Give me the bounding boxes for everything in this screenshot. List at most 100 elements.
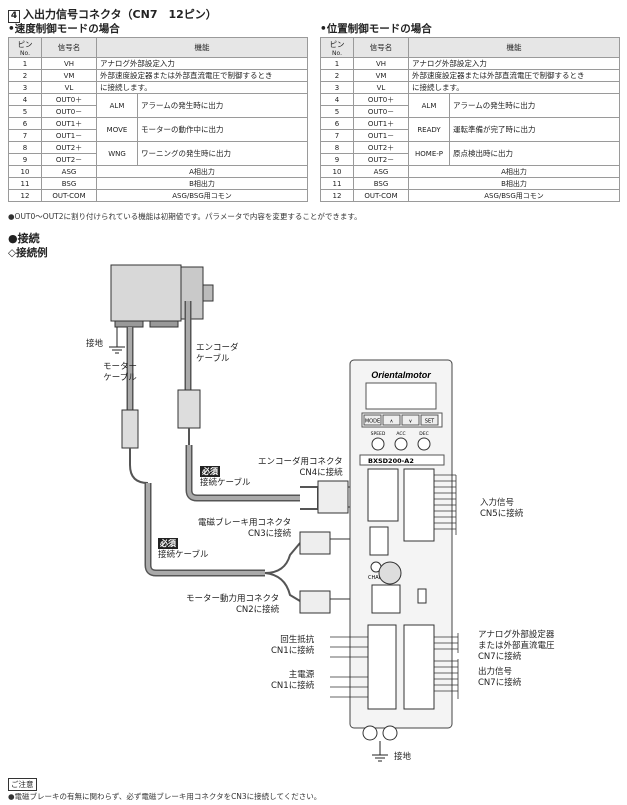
table-cell: VM <box>353 69 409 82</box>
table-cell: B相出力 <box>96 177 308 190</box>
table-cell: 外部速度設定器または外部直流電圧で制御するとき <box>96 69 308 82</box>
section-number: 4 <box>8 10 20 23</box>
driver-model: BXSD200-A2 <box>368 457 414 465</box>
table-cell: モーターの動作中に出力 <box>137 117 308 142</box>
table-cell: 11 <box>320 177 354 190</box>
table-cell: 1 <box>8 57 42 70</box>
caution-label: ご注意 <box>8 778 37 791</box>
knob[interactable] <box>417 437 431 451</box>
driver-key[interactable] <box>401 414 420 426</box>
table-cell: 5 <box>8 105 42 118</box>
table-cell: OUT1＋ <box>41 117 97 130</box>
table-cell: アナログ外部設定入力 <box>96 57 308 70</box>
driver-key-label: MODE <box>365 419 380 425</box>
driver-key[interactable] <box>382 414 401 426</box>
table-cell: VH <box>41 57 97 70</box>
caution-text: ●電磁ブレーキの有無に関わらず、必ず電磁ブレーキ用コネクタをCN3に接続してくだ… <box>8 792 322 801</box>
motor-cable-label: モーターケーブル <box>103 362 138 383</box>
table-cell: VL <box>353 81 409 94</box>
encoder-cable-label: エンコーダケーブル <box>196 343 239 364</box>
table-cell: ASG <box>41 165 97 178</box>
table-cell: OUT-COM <box>41 189 97 202</box>
ground-symbol-top <box>109 327 125 354</box>
table-cell: 外部速度設定器または外部直流電圧で制御するとき <box>408 69 620 82</box>
table-cell: 4 <box>320 93 354 106</box>
table-cell: 10 <box>320 165 354 178</box>
table-cell: MOVE <box>96 117 138 142</box>
knob[interactable] <box>394 437 408 451</box>
driver-key-label: ∧ <box>390 419 394 425</box>
table-cell: OUT0＋ <box>41 93 97 106</box>
table-cell: 運転準備が完了時に出力 <box>449 117 620 142</box>
table-cell: HOME-P <box>408 141 450 166</box>
table-note: ●OUT0～OUT2に割り付けられている機能は初期値です。パラメータで内容を変更… <box>8 212 362 221</box>
table-cell: アラームの発生時に出力 <box>449 93 620 118</box>
ground-symbol-bottom <box>372 741 388 762</box>
power-lines <box>330 636 368 698</box>
speed-mode-title: •速度制御モードの場合 <box>8 23 120 35</box>
charge-label: CHARGE <box>368 575 389 581</box>
table-cell: VM <box>41 69 97 82</box>
table-cell: に接続します。 <box>96 81 308 94</box>
driver-key[interactable] <box>363 414 382 426</box>
encoder-connection-cable: 必須 接続ケーブル <box>200 466 251 488</box>
table-cell: 9 <box>320 153 354 166</box>
table-cell: 8 <box>8 141 42 154</box>
driver-key[interactable] <box>420 414 439 426</box>
table-cell: A相出力 <box>408 165 620 178</box>
motor <box>110 264 214 328</box>
table-cell: BSG <box>41 177 97 190</box>
table-cell: B相出力 <box>408 177 620 190</box>
table-cell: 4 <box>8 93 42 106</box>
required-badge-2: 必須 <box>158 538 178 549</box>
table-cell: 6 <box>320 117 354 130</box>
table-cell: 7 <box>320 129 354 142</box>
table-cell: OUT1－ <box>41 129 97 142</box>
table-cell: ALM <box>408 93 450 118</box>
knob-label: DEC <box>419 431 428 437</box>
section-title: 入出力信号コネクタ（CN7 12ピン） <box>23 8 217 21</box>
table-cell: 10 <box>8 165 42 178</box>
table-cell: ASG/BSG用コモン <box>408 189 620 202</box>
header-signal: 信号名 <box>353 37 409 58</box>
table-cell: 8 <box>320 141 354 154</box>
driver-brand: Orientalmotor <box>371 370 431 380</box>
table-cell: 3 <box>8 81 42 94</box>
header-function: 機能 <box>408 37 620 58</box>
table-cell: OUT1＋ <box>353 117 409 130</box>
table-cell: 9 <box>8 153 42 166</box>
table-cell: ALM <box>96 93 138 118</box>
table-cell: 3 <box>320 81 354 94</box>
table-cell: 12 <box>320 189 354 202</box>
input-signal-lines <box>434 474 457 535</box>
table-cell: に接続します。 <box>408 81 620 94</box>
header-signal: 信号名 <box>41 37 97 58</box>
table-cell: 5 <box>320 105 354 118</box>
knob[interactable] <box>371 437 385 451</box>
motor-cable <box>121 327 265 577</box>
output-signal-lines <box>434 633 459 699</box>
caution-section: ご注意 ●電磁ブレーキの有無に関わらず、必ず電磁ブレーキ用コネクタをCN3に接続… <box>8 772 321 802</box>
knob-label: ACC <box>396 431 405 437</box>
